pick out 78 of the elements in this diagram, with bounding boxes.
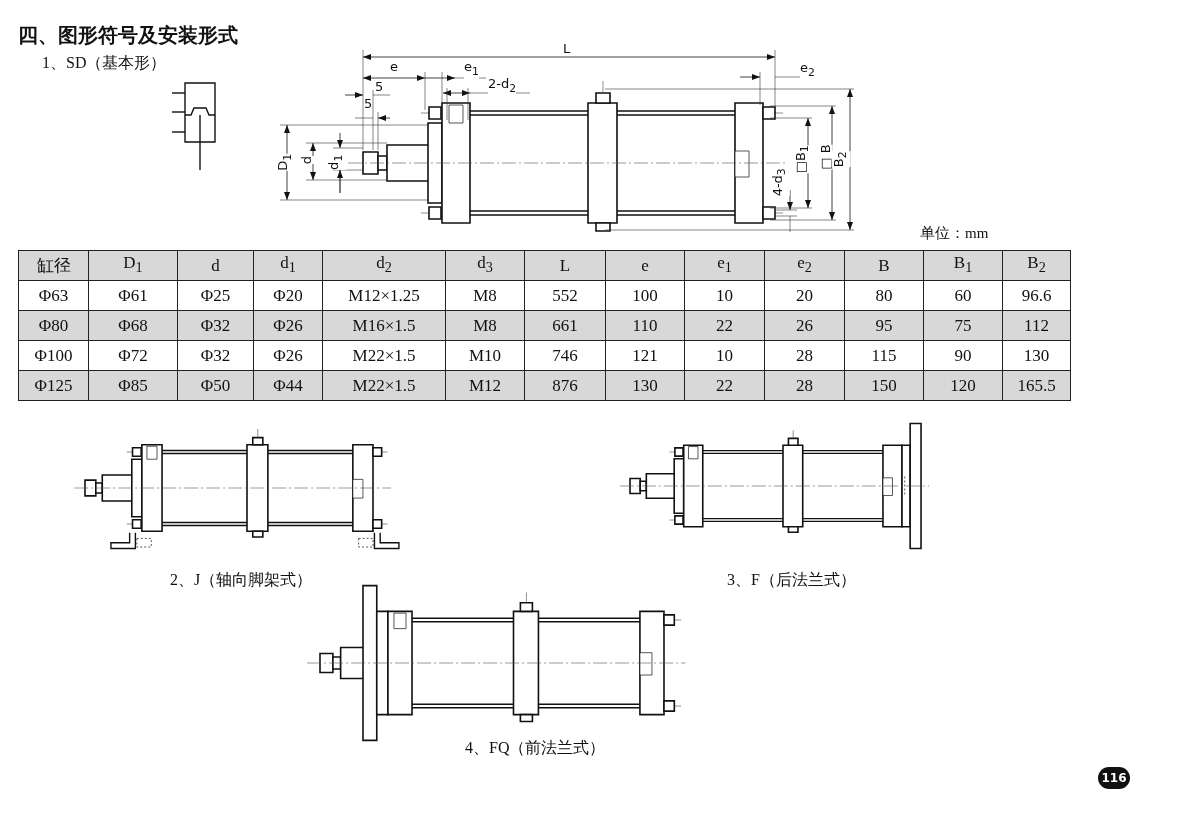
header-cell: B [844, 250, 924, 281]
table-cell: M22×1.5 [322, 370, 446, 401]
unit-note: 单位：mm [920, 224, 989, 243]
dimension-label: 2-d$_{2}$ [488, 77, 517, 96]
caption: 4、FQ（前法兰式） [465, 738, 606, 758]
header-cell: D$_{1}$ [88, 250, 178, 281]
table-cell: 552 [524, 280, 606, 311]
dimension-label: □ B [818, 144, 833, 170]
table-cell: 112 [1002, 310, 1071, 341]
caption: 1、SD（基本形） [42, 53, 167, 73]
table-cell: 746 [524, 340, 606, 371]
table-cell: Φ61 [88, 280, 178, 311]
table-cell: 120 [923, 370, 1003, 401]
table-cell: Φ72 [88, 340, 178, 371]
table-cell: 28 [764, 340, 845, 371]
table-cell: 876 [524, 370, 606, 401]
dimension-label: 5 [375, 80, 384, 94]
table-cell: 100 [605, 280, 685, 311]
table-cell: 90 [923, 340, 1003, 371]
header-cell: e$_{2}$ [764, 250, 845, 281]
header-cell: d [177, 250, 254, 281]
table-cell: 60 [923, 280, 1003, 311]
caption: 2、J（轴向脚架式） [170, 570, 313, 590]
table-cell: Φ100 [18, 340, 89, 371]
table-cell: 20 [764, 280, 845, 311]
header-cell: L [524, 250, 606, 281]
caption: 3、F（后法兰式） [727, 570, 856, 590]
table-cell: 150 [844, 370, 924, 401]
heading: 四、图形符号及安装形式 [18, 22, 238, 49]
table-cell: Φ32 [177, 340, 254, 371]
header-cell: d$_{1}$ [253, 250, 323, 281]
table-cell: 661 [524, 310, 606, 341]
table-cell: 22 [684, 370, 765, 401]
table-cell: 26 [764, 310, 845, 341]
dimension-label: d [300, 155, 315, 165]
table-cell: M8 [445, 310, 525, 341]
table-cell: Φ125 [18, 370, 89, 401]
table-cell: Φ50 [177, 370, 254, 401]
table-cell: M12 [445, 370, 525, 401]
table-cell: Φ32 [177, 310, 254, 341]
header-cell: 缸径 [18, 250, 89, 281]
header-cell: d$_{3}$ [445, 250, 525, 281]
table-cell: Φ68 [88, 310, 178, 341]
table-cell: 165.5 [1002, 370, 1071, 401]
table-cell: Φ85 [88, 370, 178, 401]
header-cell: B$_{1}$ [923, 250, 1003, 281]
table-cell: 80 [844, 280, 924, 311]
table-cell: 28 [764, 370, 845, 401]
table-cell: 110 [605, 310, 685, 341]
dimension-label: 5 [364, 97, 373, 111]
table-cell: 10 [684, 340, 765, 371]
table-cell: 10 [684, 280, 765, 311]
table-cell: 115 [844, 340, 924, 371]
table-cell: Φ80 [18, 310, 89, 341]
table-cell: Φ63 [18, 280, 89, 311]
table-cell: Φ26 [253, 310, 323, 341]
header-cell: d$_{2}$ [322, 250, 446, 281]
table-cell: 96.6 [1002, 280, 1071, 311]
table-cell: M16×1.5 [322, 310, 446, 341]
table-cell: Φ26 [253, 340, 323, 371]
table-cell: M10 [445, 340, 525, 371]
table-cell: Φ25 [177, 280, 254, 311]
header-cell: e [605, 250, 685, 281]
page-number: 116 [1098, 767, 1130, 789]
table-cell: 130 [1002, 340, 1071, 371]
header-cell: B$_{2}$ [1002, 250, 1071, 281]
table-cell: Φ44 [253, 370, 323, 401]
table-cell: 95 [844, 310, 924, 341]
table-cell: 121 [605, 340, 685, 371]
table-cell: 130 [605, 370, 685, 401]
header-cell: e$_{1}$ [684, 250, 765, 281]
dimension-label: L [563, 42, 571, 56]
table-cell: M12×1.25 [322, 280, 446, 311]
table-cell: 22 [684, 310, 765, 341]
table-cell: M22×1.5 [322, 340, 446, 371]
table-cell: 75 [923, 310, 1003, 341]
table-cell: Φ20 [253, 280, 323, 311]
table-cell: M8 [445, 280, 525, 311]
